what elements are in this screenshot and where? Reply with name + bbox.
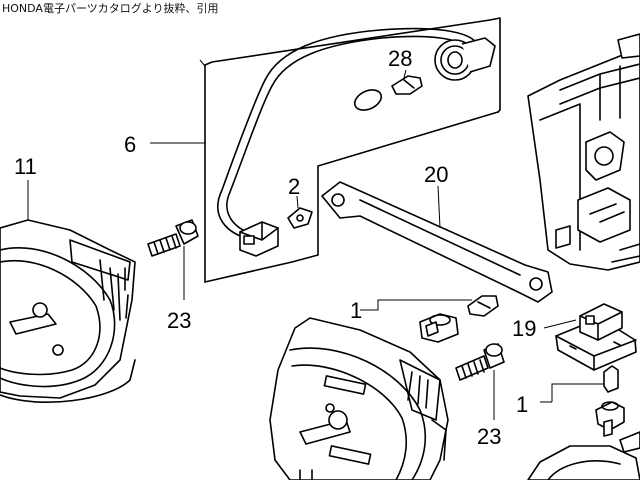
callout-20: 20 — [424, 162, 448, 187]
mounting-bar — [321, 181, 553, 303]
callout-6: 6 — [124, 132, 136, 157]
callout-bracket-1-lower — [551, 383, 604, 402]
callout-23-right: 23 — [477, 424, 501, 449]
bulb-1-upper — [467, 295, 499, 317]
module-19 — [555, 303, 637, 371]
screw-23-right — [455, 343, 505, 381]
socket-1-upper — [419, 313, 459, 343]
source-caption: HONDA電子パーツカタログより抜粋、引用 — [2, 2, 219, 15]
callout-1-lower: 1 — [516, 392, 528, 417]
bulb-1-lower — [603, 365, 619, 393]
harness-connector — [239, 221, 279, 257]
lower-right-gauge — [527, 431, 640, 480]
gauge-11 — [0, 219, 136, 404]
right-housing — [527, 33, 640, 271]
callout-leader-2 — [296, 195, 299, 209]
callout-2: 2 — [288, 174, 300, 199]
callout-23-left: 23 — [167, 308, 191, 333]
callout-11: 11 — [14, 154, 37, 179]
callout-28: 28 — [388, 46, 412, 71]
callout-1-upper: 1 — [350, 298, 362, 323]
callout-leader-19 — [543, 319, 577, 329]
harness-bracket-outline — [199, 17, 501, 283]
clip-2 — [287, 207, 313, 229]
callout-19: 19 — [512, 316, 536, 341]
main-gauge — [269, 317, 449, 480]
screw-23-left — [147, 219, 199, 257]
bulb-lens — [353, 89, 383, 111]
callout-bracket-1-upper — [360, 299, 388, 311]
callout-leader-20 — [437, 185, 441, 229]
callout-leader-28 — [403, 69, 407, 79]
bulb-socket — [434, 37, 496, 81]
socket-1-lower — [595, 401, 625, 437]
bulb-28 — [391, 75, 423, 95]
